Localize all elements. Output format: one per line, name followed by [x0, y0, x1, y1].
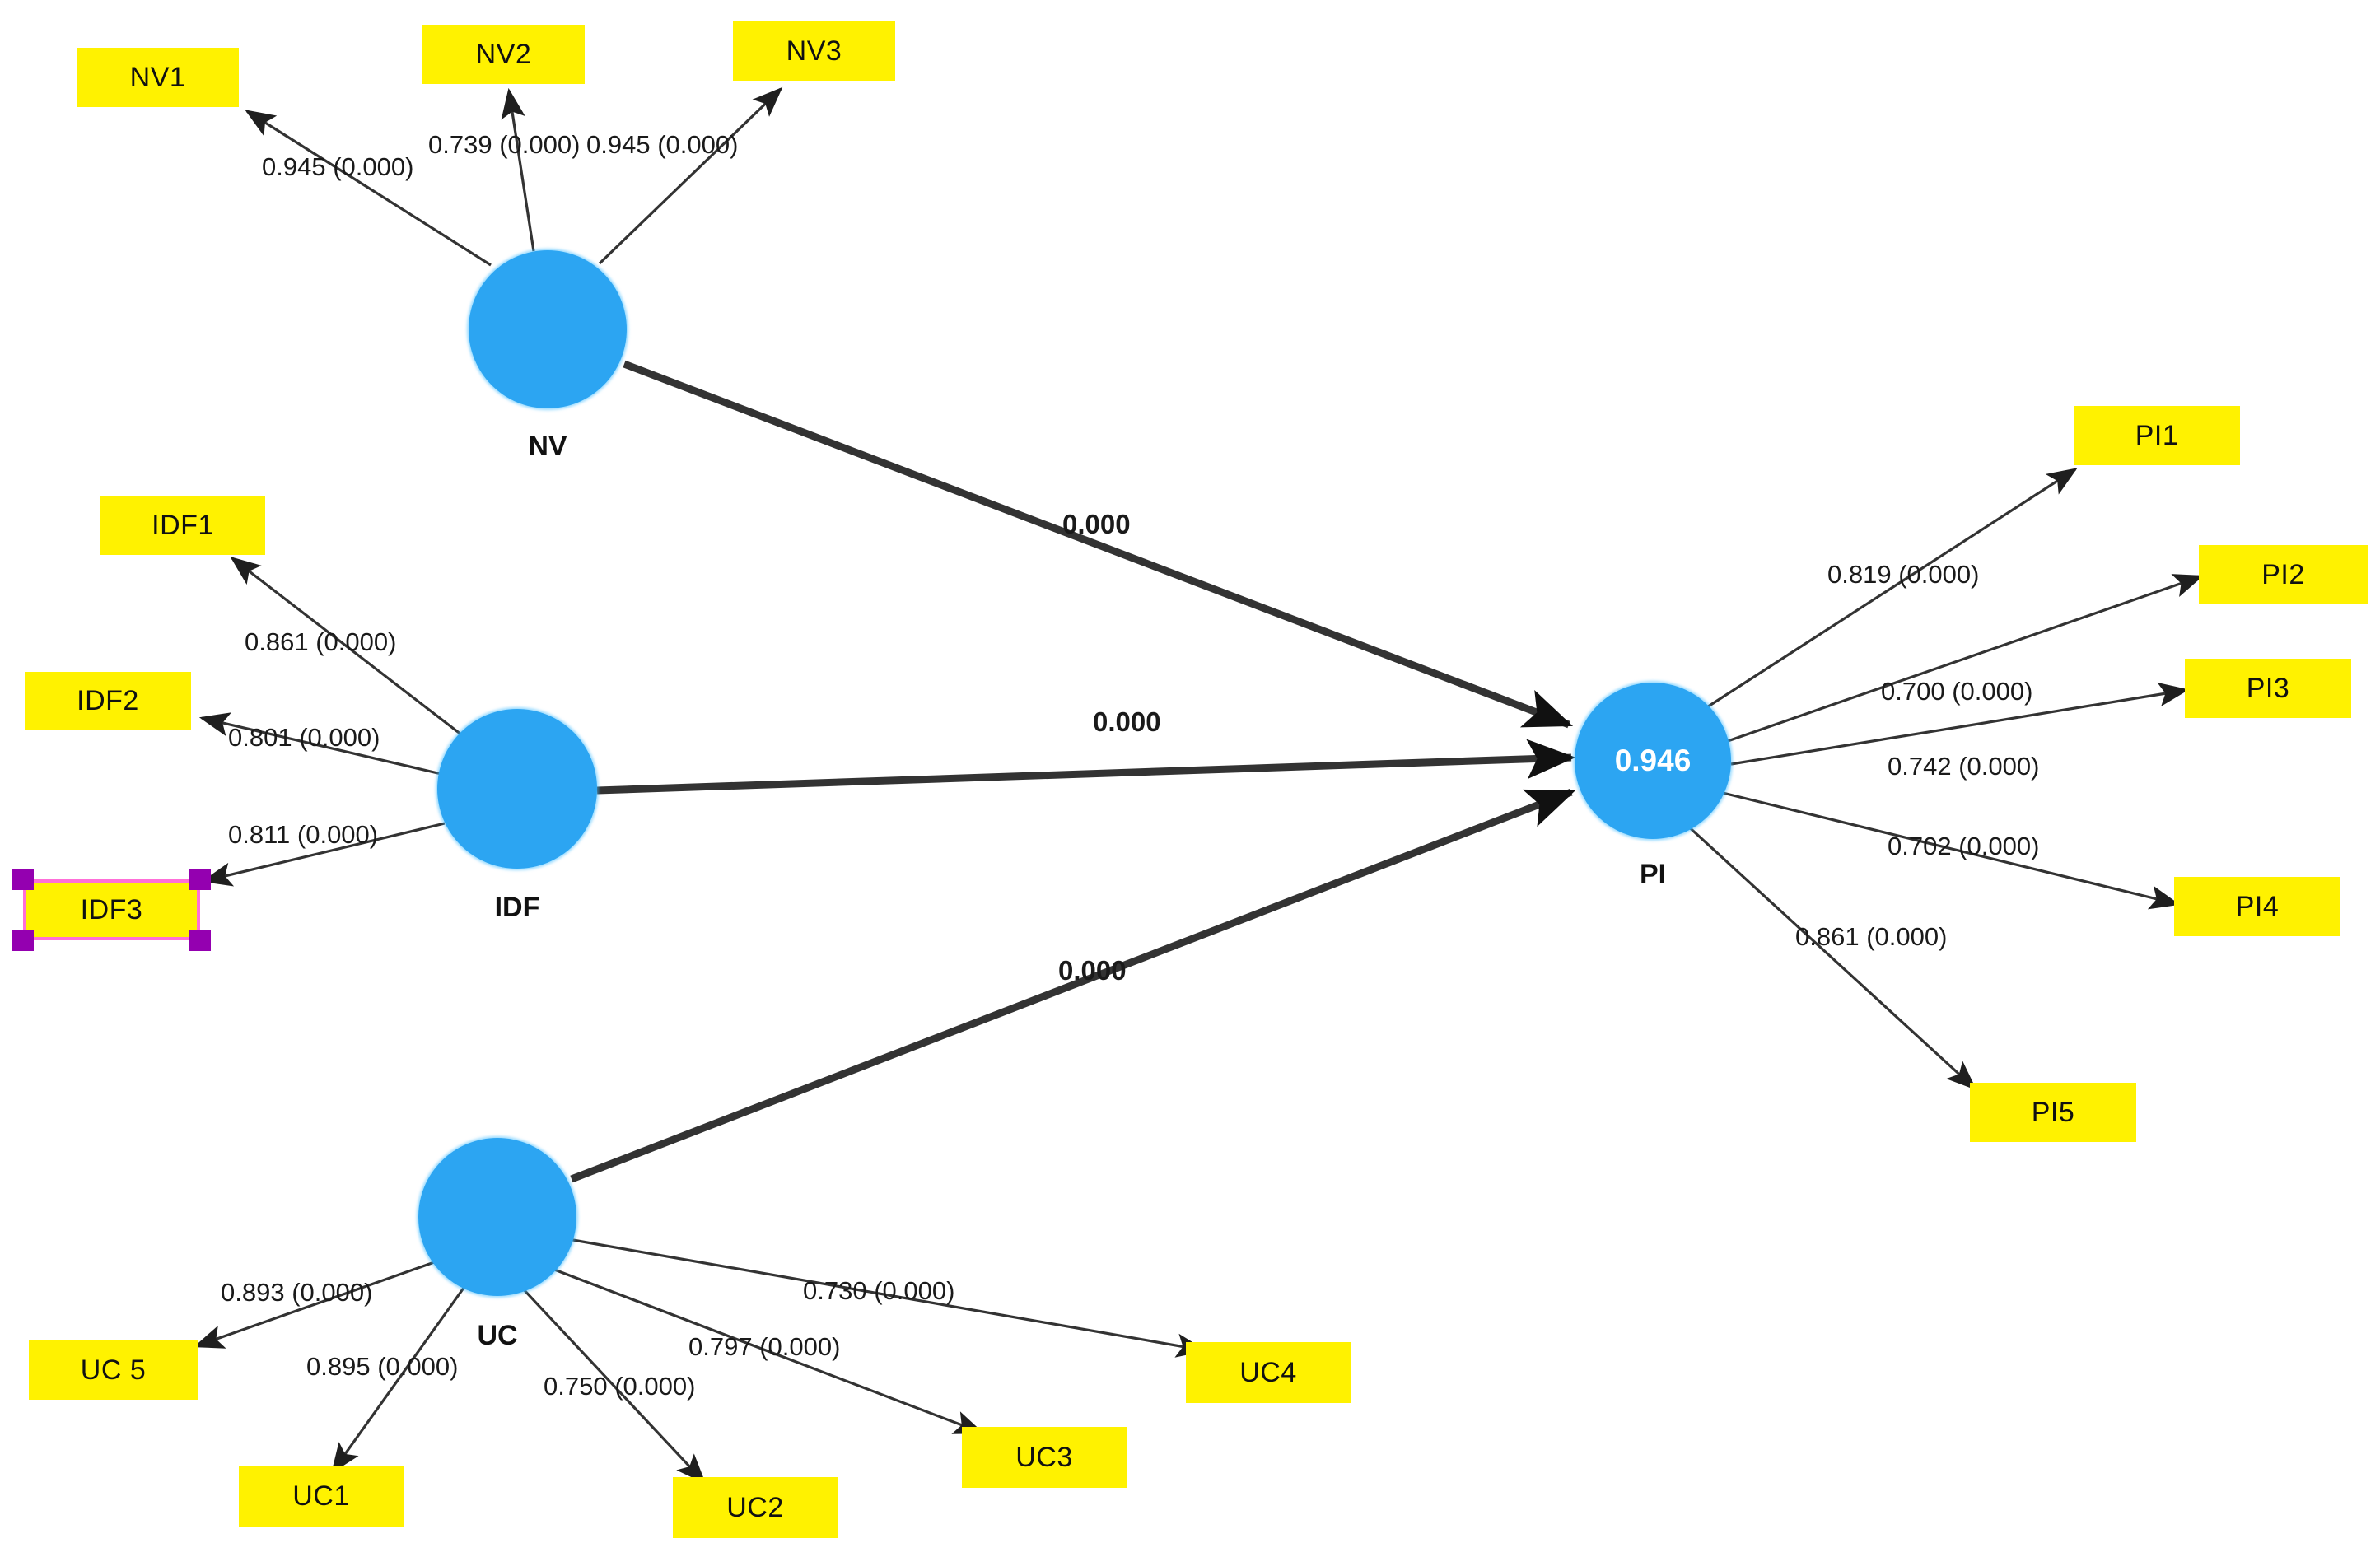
measurement-edge-pi-to-pi3[interactable]	[1730, 682, 2190, 766]
measurement-edge-nv-to-nv2[interactable]	[501, 87, 535, 252]
construct-label-nv: NV	[528, 431, 567, 462]
indicator-nv3[interactable]: NV3	[733, 21, 895, 81]
indicator-pi2[interactable]: PI2	[2199, 545, 2368, 604]
indicator-label: PI4	[2235, 890, 2280, 922]
loading-label-pi-pi3[interactable]: 0.742 (0.000)	[1888, 752, 2040, 781]
construct-nv[interactable]	[469, 250, 627, 408]
indicator-uc3[interactable]: UC3	[962, 1427, 1127, 1488]
indicator-label: IDF2	[77, 684, 139, 716]
loading-label-pi-pi1[interactable]: 0.819 (0.000)	[1827, 560, 1980, 589]
selection-handle-1[interactable]	[189, 869, 211, 890]
loading-label-pi-pi2[interactable]: 0.700 (0.000)	[1881, 677, 2033, 706]
indicator-label: IDF1	[152, 509, 214, 541]
measurement-edge-uc-to-uc5[interactable]	[193, 1260, 437, 1349]
indicator-label: UC 5	[80, 1354, 147, 1386]
loading-label-pi-pi4[interactable]: 0.702 (0.000)	[1888, 832, 2040, 860]
measurement-edge-uc-to-uc3[interactable]	[549, 1266, 984, 1434]
measurement-edge-idf-to-idf3[interactable]	[201, 822, 446, 887]
measurement-edge-uc-to-uc2[interactable]	[519, 1284, 707, 1485]
construct-label-idf: IDF	[494, 892, 540, 923]
measurement-edges	[193, 86, 2205, 1485]
indicator-label: UC2	[726, 1491, 784, 1523]
indicator-nv2[interactable]: NV2	[422, 25, 585, 84]
construct-label-uc: UC	[477, 1320, 518, 1351]
indicator-uc2[interactable]: UC2	[673, 1477, 838, 1538]
measurement-edge-nv-to-nv1[interactable]	[245, 110, 492, 267]
selection-handle-3[interactable]	[189, 930, 211, 951]
loading-label-uc-uc4[interactable]: 0.730 (0.000)	[803, 1276, 955, 1305]
path-coefficient-label-uc-pi[interactable]: 0.000	[1058, 955, 1127, 986]
path-coefficient-label-nv-pi[interactable]: 0.000	[1062, 509, 1131, 539]
loading-label-uc-uc1[interactable]: 0.895 (0.000)	[306, 1352, 459, 1381]
measurement-edge-idf-to-idf1[interactable]	[230, 557, 462, 736]
indicator-label: UC4	[1239, 1356, 1297, 1388]
indicator-label: NV2	[475, 38, 532, 70]
construct-pi[interactable]: 0.946	[1575, 683, 1731, 839]
loading-label-nv-nv3[interactable]: 0.945 (0.000)	[586, 130, 739, 159]
indicator-label: UC1	[292, 1480, 350, 1512]
indicator-label: PI3	[2246, 672, 2290, 704]
measurement-edge-uc-to-uc1[interactable]	[331, 1284, 468, 1474]
measurement-edge-pi-to-pi1[interactable]	[1702, 468, 2078, 711]
indicator-pi4[interactable]: PI4	[2174, 877, 2340, 936]
structural-edge-idf-to-pi[interactable]	[596, 739, 1576, 795]
indicator-label: IDF3	[80, 893, 143, 925]
indicator-idf3[interactable]: IDF3	[23, 879, 200, 940]
loading-label-uc-uc2[interactable]: 0.750 (0.000)	[544, 1372, 696, 1401]
indicator-uc5[interactable]: UC 5	[29, 1340, 198, 1400]
indicator-uc1[interactable]: UC1	[239, 1466, 404, 1527]
indicator-idf1[interactable]: IDF1	[100, 496, 265, 555]
measurement-edge-idf-to-idf2[interactable]	[198, 712, 442, 776]
indicator-label: PI2	[2261, 558, 2305, 590]
measurement-edge-uc-to-uc4[interactable]	[567, 1238, 1207, 1358]
structural-edges	[570, 360, 1576, 1183]
construct-label-pi: PI	[1639, 859, 1667, 890]
structural-edge-nv-to-pi[interactable]	[623, 360, 1574, 729]
loading-label-uc-uc3[interactable]: 0.797 (0.000)	[688, 1332, 841, 1361]
structural-edge-uc-to-pi[interactable]	[570, 788, 1576, 1183]
measurement-edge-pi-to-pi2[interactable]	[1727, 574, 2205, 743]
indicator-label: NV1	[129, 61, 186, 93]
construct-idf[interactable]	[437, 709, 597, 869]
measurement-edge-nv-to-nv3[interactable]	[598, 86, 783, 265]
selection-handle-2[interactable]	[12, 930, 34, 951]
indicator-idf2[interactable]: IDF2	[25, 672, 191, 730]
indicator-label: PI5	[2031, 1096, 2075, 1128]
selection-handle-0[interactable]	[12, 869, 34, 890]
measurement-edge-pi-to-pi4[interactable]	[1719, 790, 2181, 910]
indicator-label: NV3	[786, 35, 842, 67]
loading-label-idf-idf3[interactable]: 0.811 (0.000)	[228, 820, 379, 849]
indicator-pi3[interactable]: PI3	[2185, 659, 2351, 718]
loading-label-pi-pi5[interactable]: 0.861 (0.000)	[1795, 922, 1948, 951]
loading-label-idf-idf1[interactable]: 0.861 (0.000)	[245, 627, 397, 656]
loading-label-nv-nv2[interactable]: 0.739 (0.000)	[428, 130, 581, 159]
loading-label-idf-idf2[interactable]: 0.801 (0.000)	[228, 723, 380, 752]
indicator-nv1[interactable]: NV1	[77, 48, 239, 107]
loading-label-nv-nv1[interactable]: 0.945 (0.000)	[262, 152, 414, 181]
loading-label-uc-uc5[interactable]: 0.893 (0.000)	[221, 1278, 373, 1307]
indicator-pi1[interactable]: PI1	[2074, 406, 2240, 465]
indicator-label: PI1	[2135, 419, 2179, 451]
indicator-label: UC3	[1015, 1441, 1073, 1473]
indicator-uc4[interactable]: UC4	[1186, 1342, 1351, 1403]
measurement-edge-pi-to-pi5[interactable]	[1683, 822, 1977, 1091]
indicator-pi5[interactable]: PI5	[1970, 1083, 2136, 1142]
construct-uc[interactable]	[418, 1138, 576, 1296]
construct-r2-value: 0.946	[1614, 744, 1692, 777]
path-coefficient-label-idf-pi[interactable]: 0.000	[1093, 706, 1161, 737]
